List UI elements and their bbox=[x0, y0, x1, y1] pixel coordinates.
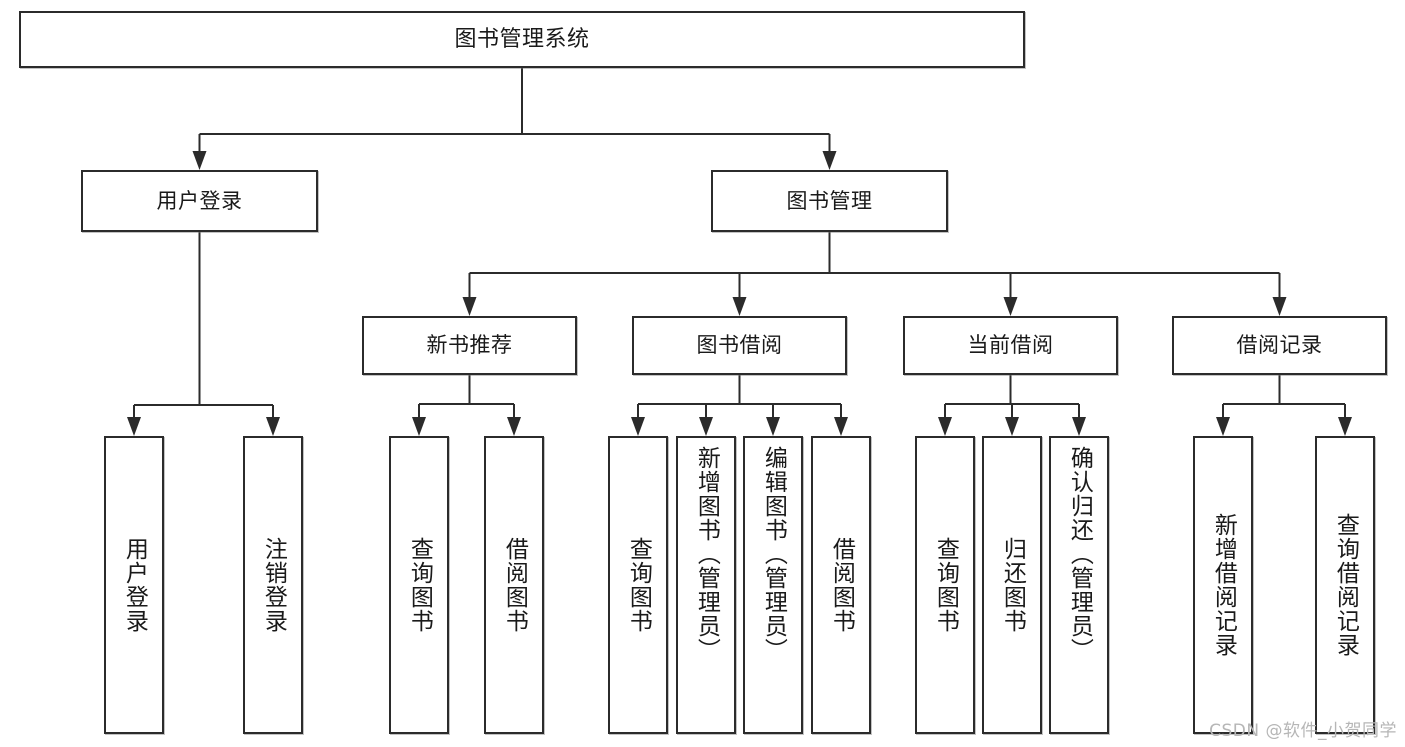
node-current-borrow[interactable]: 当前借阅 bbox=[903, 316, 1118, 375]
leaf-borrow-book-recommend[interactable]: 借阅图书 bbox=[484, 436, 544, 734]
leaf-return-book-label: 归还图书 bbox=[999, 537, 1026, 633]
leaf-user-login-label: 用户登录 bbox=[121, 537, 148, 633]
node-root-label: 图书管理系统 bbox=[454, 26, 590, 52]
csdn-watermark: CSDN @软件_小贺同学 bbox=[1209, 721, 1397, 741]
leaf-user-login[interactable]: 用户登录 bbox=[104, 436, 164, 734]
leaf-add-borrow-record-label: 新增借阅记录 bbox=[1210, 513, 1237, 657]
node-new-book-recommend[interactable]: 新书推荐 bbox=[362, 316, 577, 375]
node-user-login[interactable]: 用户登录 bbox=[81, 170, 318, 232]
leaf-query-book-recommend[interactable]: 查询图书 bbox=[389, 436, 449, 734]
node-book-borrow[interactable]: 图书借阅 bbox=[632, 316, 847, 375]
leaf-edit-book-label: 编辑图书（管理员） bbox=[760, 446, 787, 662]
leaf-edit-book[interactable]: 编辑图书（管理员） bbox=[743, 436, 803, 734]
leaf-query-book-borrow[interactable]: 查询图书 bbox=[608, 436, 668, 734]
leaf-logout-label: 注销登录 bbox=[260, 537, 287, 633]
node-book-manage-label: 图书管理 bbox=[786, 188, 873, 213]
leaf-confirm-return-label: 确认归还（管理员） bbox=[1066, 446, 1093, 662]
leaf-logout[interactable]: 注销登录 bbox=[243, 436, 303, 734]
leaf-add-book-label: 新增图书（管理员） bbox=[693, 446, 720, 662]
leaf-return-book[interactable]: 归还图书 bbox=[982, 436, 1042, 734]
leaf-query-borrow-record[interactable]: 查询借阅记录 bbox=[1315, 436, 1375, 734]
node-user-login-label: 用户登录 bbox=[156, 188, 243, 213]
leaf-confirm-return[interactable]: 确认归还（管理员） bbox=[1049, 436, 1109, 734]
leaf-borrow-book[interactable]: 借阅图书 bbox=[811, 436, 871, 734]
node-book-manage[interactable]: 图书管理 bbox=[711, 170, 948, 232]
leaf-query-book-current-label: 查询图书 bbox=[932, 537, 959, 633]
leaf-add-borrow-record[interactable]: 新增借阅记录 bbox=[1193, 436, 1253, 734]
node-current-borrow-label: 当前借阅 bbox=[967, 333, 1054, 358]
leaf-query-book-current[interactable]: 查询图书 bbox=[915, 436, 975, 734]
node-book-borrow-label: 图书借阅 bbox=[696, 333, 783, 358]
node-new-book-recommend-label: 新书推荐 bbox=[426, 333, 513, 358]
leaf-query-borrow-record-label: 查询借阅记录 bbox=[1332, 513, 1359, 657]
leaf-add-book[interactable]: 新增图书（管理员） bbox=[676, 436, 736, 734]
leaf-query-book-recommend-label: 查询图书 bbox=[406, 537, 433, 633]
node-root[interactable]: 图书管理系统 bbox=[19, 11, 1025, 68]
leaf-query-book-borrow-label: 查询图书 bbox=[625, 537, 652, 633]
leaf-borrow-book-label: 借阅图书 bbox=[828, 537, 855, 633]
node-borrow-record[interactable]: 借阅记录 bbox=[1172, 316, 1387, 375]
node-borrow-record-label: 借阅记录 bbox=[1236, 333, 1323, 358]
leaf-borrow-book-recommend-label: 借阅图书 bbox=[501, 537, 528, 633]
